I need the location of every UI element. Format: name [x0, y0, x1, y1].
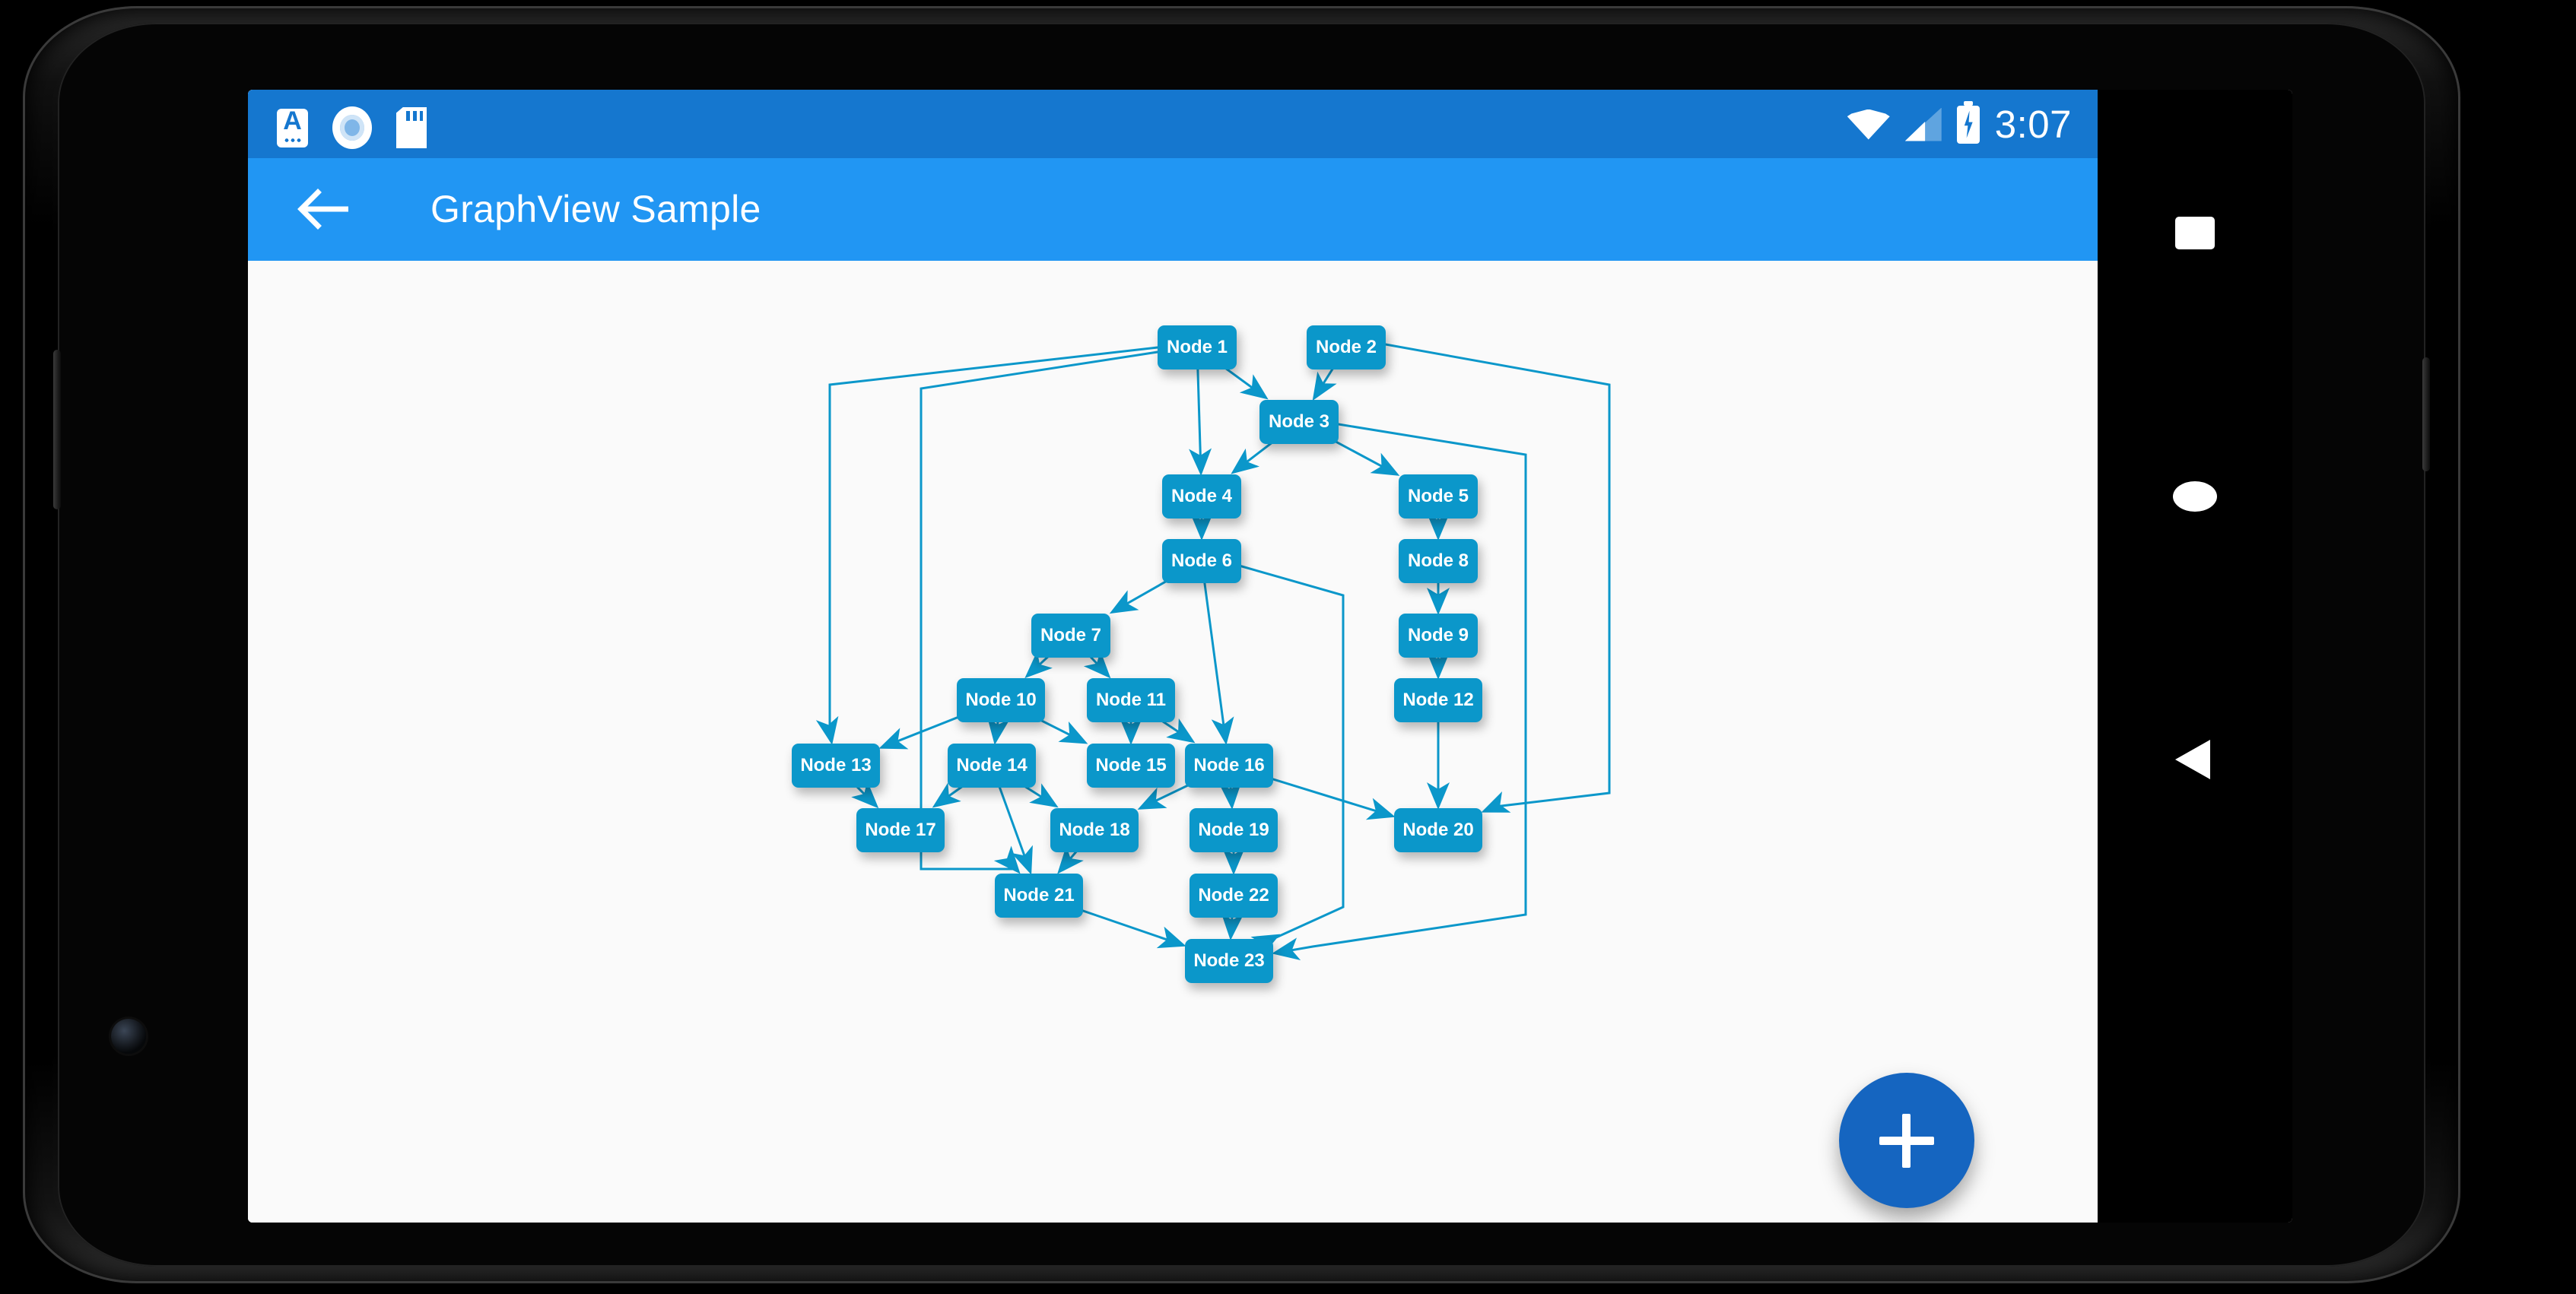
- graph-node-10[interactable]: Node 10: [957, 678, 1045, 722]
- graph-node-label: Node 13: [800, 755, 872, 775]
- app-area: 3:07 GraphView Sample: [248, 90, 2098, 1223]
- graph-node-label: Node 21: [1003, 885, 1075, 905]
- phone-bezel: 3:07 GraphView Sample: [53, 23, 2430, 1267]
- graph-node-15[interactable]: Node 15: [1087, 744, 1175, 788]
- graph-node-label: Node 9: [1407, 625, 1469, 645]
- phone-screen: 3:07 GraphView Sample: [248, 90, 2292, 1223]
- graph-node-label: Node 2: [1315, 337, 1377, 357]
- text-document-icon: [277, 106, 308, 147]
- graph-node-label: Node 10: [965, 690, 1037, 710]
- graph-node-label: Node 3: [1268, 411, 1329, 432]
- graph-node-label: Node 17: [865, 820, 936, 840]
- wifi-icon: [1847, 109, 1890, 140]
- graph-canvas[interactable]: Node 1 Node 2 Node 3 Node 4 Node 5 Node 6 Node…: [248, 261, 2098, 1223]
- graph-edge-2-20: [1345, 343, 1611, 813]
- sd-card-icon: [396, 107, 427, 148]
- home-circle-icon[interactable]: [2173, 481, 2217, 512]
- graph-node-label: Node 7: [1040, 625, 1101, 645]
- graph-node-22[interactable]: Node 22: [1190, 874, 1278, 918]
- graph-node-label: Node 12: [1402, 690, 1474, 710]
- graph-node-7[interactable]: Node 7: [1031, 614, 1110, 658]
- graph-node-21[interactable]: Node 21: [995, 874, 1083, 918]
- graph-node-8[interactable]: Node 8: [1399, 539, 1478, 583]
- status-bar-right-icons: 3:07: [1847, 100, 2072, 146]
- graph-node-label: Node 6: [1170, 550, 1232, 571]
- graph-node-18[interactable]: Node 18: [1050, 808, 1139, 852]
- graph-node-1[interactable]: Node 1: [1158, 325, 1237, 369]
- graph-node-9[interactable]: Node 9: [1399, 614, 1478, 658]
- graph-node-11[interactable]: Node 11: [1087, 678, 1175, 722]
- app-bar: GraphView Sample: [248, 158, 2098, 261]
- graph-node-6[interactable]: Node 6: [1162, 539, 1241, 583]
- graph-node-20[interactable]: Node 20: [1394, 808, 1482, 852]
- add-fab-button[interactable]: [1839, 1073, 1974, 1208]
- graph-node-label: Node 8: [1407, 550, 1469, 571]
- graph-node-label: Node 20: [1402, 820, 1474, 840]
- graph-node-label: Node 22: [1198, 885, 1269, 905]
- graph-edge-6-16: [1200, 560, 1234, 745]
- graph-node-2[interactable]: Node 2: [1307, 325, 1386, 369]
- graph-edges: [815, 343, 1611, 960]
- status-bar-left-icons: [277, 106, 427, 149]
- graph-node-16[interactable]: Node 16: [1185, 744, 1273, 788]
- screen-record-icon: [332, 106, 372, 149]
- graph-node-label: Node 15: [1095, 755, 1167, 775]
- graph-node-label: Node 11: [1095, 690, 1167, 710]
- system-nav-bar: [2098, 90, 2292, 1223]
- graph-node-14[interactable]: Node 14: [948, 744, 1036, 788]
- front-camera: [111, 1019, 146, 1054]
- graph-node-label: Node 4: [1170, 486, 1232, 506]
- back-triangle-icon[interactable]: [2175, 740, 2215, 779]
- status-bar: 3:07: [248, 90, 2098, 158]
- graph-node-12[interactable]: Node 12: [1394, 678, 1482, 722]
- volume-button: [53, 350, 61, 509]
- graph-edge-1-21: [920, 346, 1198, 874]
- graph-node-23[interactable]: Node 23: [1185, 939, 1273, 983]
- graph-node-label: Node 1: [1166, 337, 1228, 357]
- back-arrow-icon[interactable]: [295, 184, 348, 234]
- recents-square-icon[interactable]: [2175, 217, 2215, 249]
- graph-node-13[interactable]: Node 13: [792, 744, 880, 788]
- graph-node-label: Node 16: [1193, 755, 1265, 775]
- graph-node-label: Node 19: [1198, 820, 1269, 840]
- graph-node-3[interactable]: Node 3: [1259, 400, 1339, 444]
- graph-node-label: Node 5: [1407, 486, 1469, 506]
- graph-node-label: Node 23: [1193, 950, 1265, 971]
- cell-signal-icon: [1904, 107, 1942, 141]
- graph-node-label: Node 18: [1059, 820, 1130, 840]
- graph-node-17[interactable]: Node 17: [856, 808, 945, 852]
- phone-frame: 3:07 GraphView Sample: [23, 6, 2460, 1283]
- page-title: GraphView Sample: [430, 188, 761, 230]
- graph-node-4[interactable]: Node 4: [1162, 474, 1241, 519]
- graph-node-label: Node 14: [956, 755, 1028, 775]
- status-bar-clock: 3:07: [1994, 103, 2072, 146]
- power-button: [2422, 357, 2430, 471]
- graph-node-5[interactable]: Node 5: [1399, 474, 1478, 519]
- graph-node-19[interactable]: Node 19: [1190, 808, 1278, 852]
- battery-charging-icon: [1956, 100, 1980, 144]
